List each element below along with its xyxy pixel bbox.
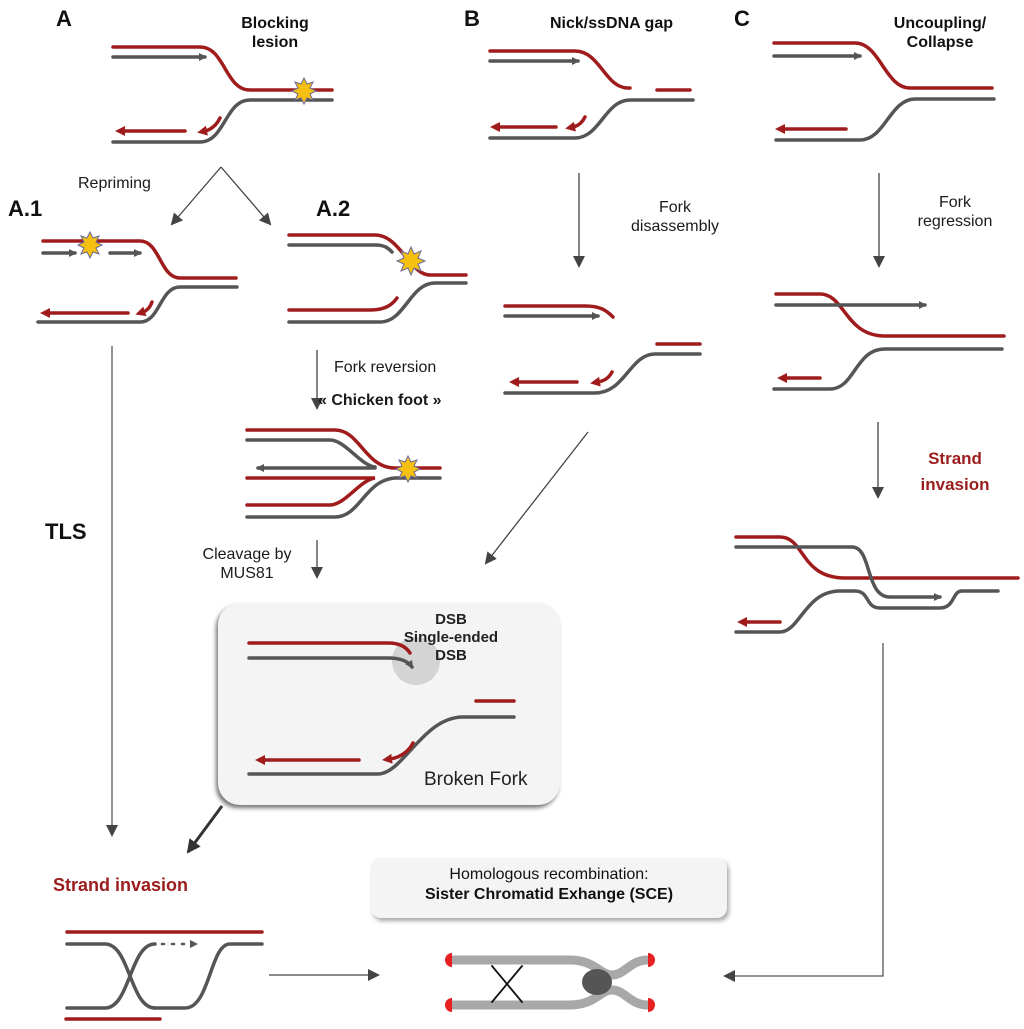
telomere-icon (648, 998, 655, 1012)
arrow-c-to-sce (723, 643, 884, 982)
label-strand-invasion-c-line1: Strand (928, 449, 982, 468)
dsb-label-line3: DSB (435, 647, 467, 664)
panel-title-c-line1: Uncoupling/ (893, 15, 987, 32)
panel-title-b: Nick/ssDNA gap (550, 15, 673, 32)
broken-fork-box: DSB Single-ended DSB Broken Fork (218, 603, 560, 805)
label-cleavage-line2: MUS81 (220, 565, 274, 583)
telomere-icon (445, 998, 452, 1012)
fork-disassembled (503, 304, 702, 395)
label-fork-reversion: Fork reversion (334, 359, 437, 376)
label-fork-regression-line1: Fork (939, 194, 971, 211)
fork-invaded (734, 535, 1020, 634)
arrow-b-to-dsb (484, 431, 589, 565)
fork-chicken-foot (245, 428, 442, 519)
broken-fork-label: Broken Fork (424, 769, 528, 790)
label-tls: TLS (45, 519, 87, 544)
lesion-star-icon (395, 245, 427, 277)
fork-uncoupled (772, 41, 996, 142)
telomere-icon (445, 953, 452, 967)
panel-label-a: A (56, 6, 72, 31)
label-repriming: Repriming (78, 175, 151, 192)
lesion-star-icon (290, 76, 318, 106)
dsb-label-line2: Single-ended (403, 629, 499, 646)
hr-label: Homologous recombination: (449, 866, 649, 883)
fork-repriming (36, 239, 239, 324)
panel-label-c: C (734, 6, 750, 31)
panel-label-a1: A.1 (8, 196, 43, 221)
hr-sce-box: Homologous recombination: Sister Chromat… (371, 858, 727, 918)
split-arrows (170, 166, 272, 226)
fork-blocking-lesion (111, 45, 334, 144)
label-cleavage-line1: Cleavage by (202, 546, 292, 563)
label-fork-regression: Fork regression (900, 193, 1010, 231)
sce-label: Sister Chromatid Exhange (SCE) (424, 886, 674, 903)
label-fork-disassembly: Fork disassembly (615, 198, 735, 236)
dsb-label: DSB Single-ended DSB (386, 611, 516, 665)
panel-title-a: Blocking lesion (220, 14, 330, 52)
panel-title-c-line2: Collapse (906, 34, 974, 52)
label-fork-disassembly-line1: Fork (659, 199, 691, 216)
label-strand-invasion-bottom: Strand invasion (53, 875, 189, 895)
panel-label-b: B (464, 6, 480, 31)
lesion-star-icon (394, 454, 422, 484)
panel-title-a-line1: Blocking (241, 15, 309, 32)
fork-stalled-a2 (287, 233, 468, 324)
panel-title-c: Uncoupling/ Collapse (880, 14, 1000, 52)
panel-label-a2: A.2 (316, 196, 351, 221)
dsb-label-line1: DSB (435, 611, 467, 628)
lesion-star-icon (76, 230, 104, 260)
label-strand-invasion-c-line2: invasion (920, 475, 990, 495)
label-fork-disassembly-line2: disassembly (630, 218, 720, 236)
fork-nick-gap (488, 49, 695, 140)
label-cleavage: Cleavage by MUS81 (192, 545, 302, 583)
arrow-dsb-to-invasion (186, 805, 224, 854)
label-fork-regression-line2: regression (917, 213, 993, 231)
d-loop-structure (64, 930, 264, 1021)
telomere-icon (648, 953, 655, 967)
label-strand-invasion-c: Strand invasion (900, 446, 1010, 499)
fork-regressed (772, 292, 1006, 391)
centromere-icon (582, 969, 612, 995)
label-chicken-foot: « Chicken foot » (318, 392, 442, 409)
broken-fork-diagram (247, 637, 516, 776)
sister-chromatids (445, 955, 653, 1010)
panel-title-a-line2: lesion (251, 34, 299, 52)
